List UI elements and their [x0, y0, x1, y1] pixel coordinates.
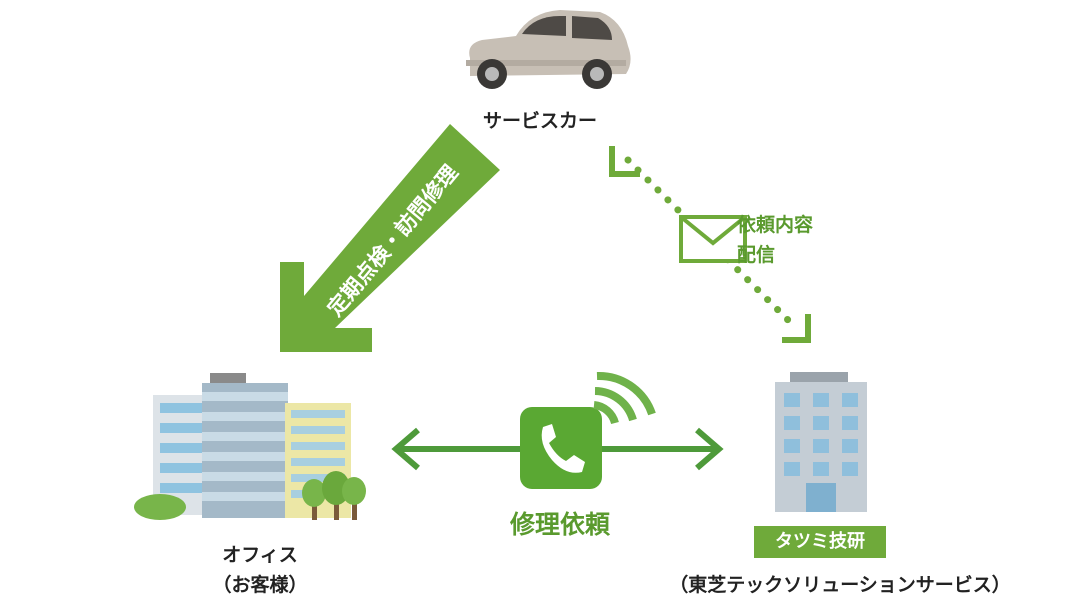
service-car-label: サービスカー	[482, 110, 597, 132]
mail-delivery-line2: 配信	[737, 244, 776, 266]
office-label-line2: （お客様）	[212, 574, 308, 596]
repair-request-label: 修理依頼	[509, 510, 610, 539]
mail-delivery-label: 依頼内容 配信	[737, 210, 813, 270]
inspection-arrow	[280, 124, 500, 352]
office-label-line1: オフィス	[222, 544, 298, 566]
envelope-icon	[679, 215, 747, 263]
car-icon	[466, 10, 631, 89]
phone-icon	[520, 371, 656, 489]
tatsumi-badge: タツミ技研	[754, 526, 886, 558]
tatsumi-caption: （東芝テックソリューションサービス）	[669, 574, 1011, 596]
tatsumi-building-icon	[775, 372, 867, 512]
office-building-icon	[134, 373, 366, 520]
office-label: オフィス （お客様）	[160, 540, 360, 600]
dotted-delivery-arrow	[609, 146, 811, 343]
mail-delivery-line1: 依頼内容	[737, 214, 814, 236]
